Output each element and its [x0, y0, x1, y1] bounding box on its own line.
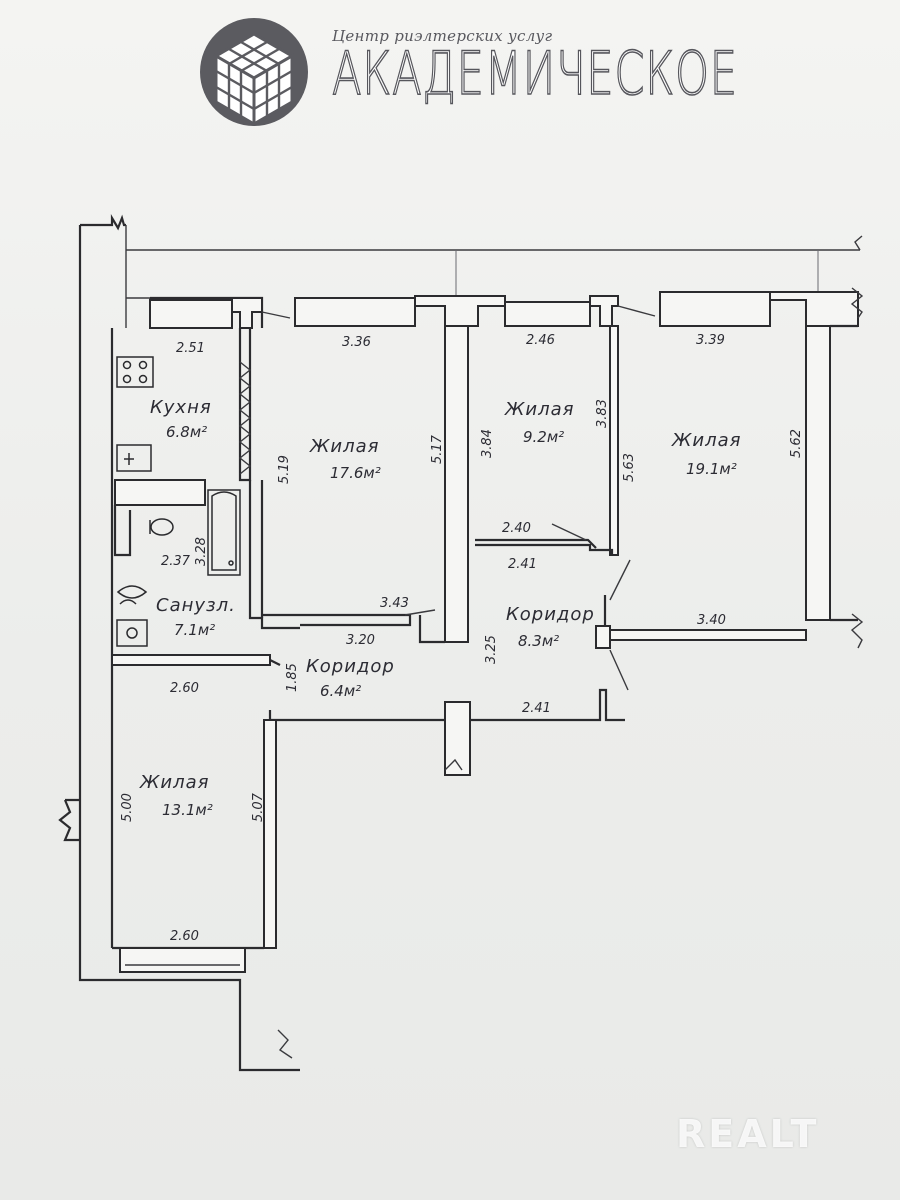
dim-living9-bottom: 2.40	[502, 521, 531, 536]
agency-subtitle: Центр риэлтерских услуг	[332, 27, 553, 45]
dim-living17-top: 3.36	[342, 335, 371, 350]
dim-living13-top: 2.60	[170, 681, 199, 696]
kitchen-label: Кухня	[150, 397, 212, 418]
living-19-label: Жилая	[671, 430, 741, 451]
living-9-label: Жилая	[504, 399, 574, 420]
dim-kitchen-right: 5.19	[277, 455, 292, 484]
dim-corridor6-top: 3.20	[346, 633, 375, 648]
realt-watermark: REALT	[676, 1112, 820, 1156]
dimension-labels: 2.51 3.36 2.46 3.39 5.19 5.17 3.84 3.83 …	[120, 333, 804, 944]
dim-corridor6-side: 1.85	[285, 663, 300, 692]
living-19-area: 19.1м²	[686, 460, 737, 478]
dim-living19-top: 3.39	[696, 333, 725, 348]
living-17-area: 17.6м²	[330, 464, 381, 482]
living-13-area: 13.1м²	[162, 801, 213, 819]
kitchen-area: 6.8м²	[166, 423, 207, 441]
cube-logo-icon	[200, 18, 308, 126]
dim-living9-top: 2.46	[526, 333, 555, 348]
dim-living13-right: 5.07	[251, 792, 266, 822]
room-labels: Кухня 6.8м² Жилая 17.6м² Жилая 9.2м² Жил…	[139, 397, 741, 819]
fixtures	[116, 356, 174, 647]
bath-area: 7.1м²	[174, 621, 215, 639]
dim-kitchen-top: 2.51	[176, 341, 205, 356]
agency-header: Центр риэлтерских услуг АКАДЕМИЧЕСКОЕ	[0, 0, 900, 140]
corridor-6-area: 6.4м²	[320, 682, 361, 700]
dim-living13-left: 5.00	[120, 793, 135, 822]
outer-walls	[78, 214, 864, 1072]
agency-name: АКАДЕМИЧЕСКОЕ	[331, 39, 738, 109]
dim-bath-height: 3.28	[194, 537, 209, 566]
dim-corridor8-top: 2.41	[508, 557, 537, 572]
interior-walls	[58, 298, 807, 1059]
dim-corridor8-left: 3.25	[484, 635, 499, 664]
dim-living9-right: 3.83	[595, 399, 610, 428]
living-9-area: 9.2м²	[523, 428, 564, 446]
dim-living17-right: 5.17	[430, 434, 445, 464]
dim-living9-left: 3.84	[480, 429, 495, 458]
dim-living19-left: 5.63	[622, 453, 637, 482]
corridor-8-label: Коридор	[506, 604, 595, 625]
corridor-6-label: Коридор	[306, 656, 395, 677]
dim-corridor-bottom: 2.41	[522, 701, 551, 716]
dim-living17-bottom: 3.43	[380, 596, 409, 611]
dim-living19-right: 5.62	[789, 429, 804, 458]
dim-living13-bottom: 2.60	[170, 929, 199, 944]
dim-living19-bottom: 3.40	[697, 613, 726, 628]
living-17-label: Жилая	[309, 436, 379, 457]
living-13-label: Жилая	[139, 772, 209, 793]
dim-bath-width: 2.37	[161, 554, 191, 569]
bath-label: Санузл.	[156, 595, 236, 616]
corridor-8-area: 8.3м²	[518, 632, 559, 650]
